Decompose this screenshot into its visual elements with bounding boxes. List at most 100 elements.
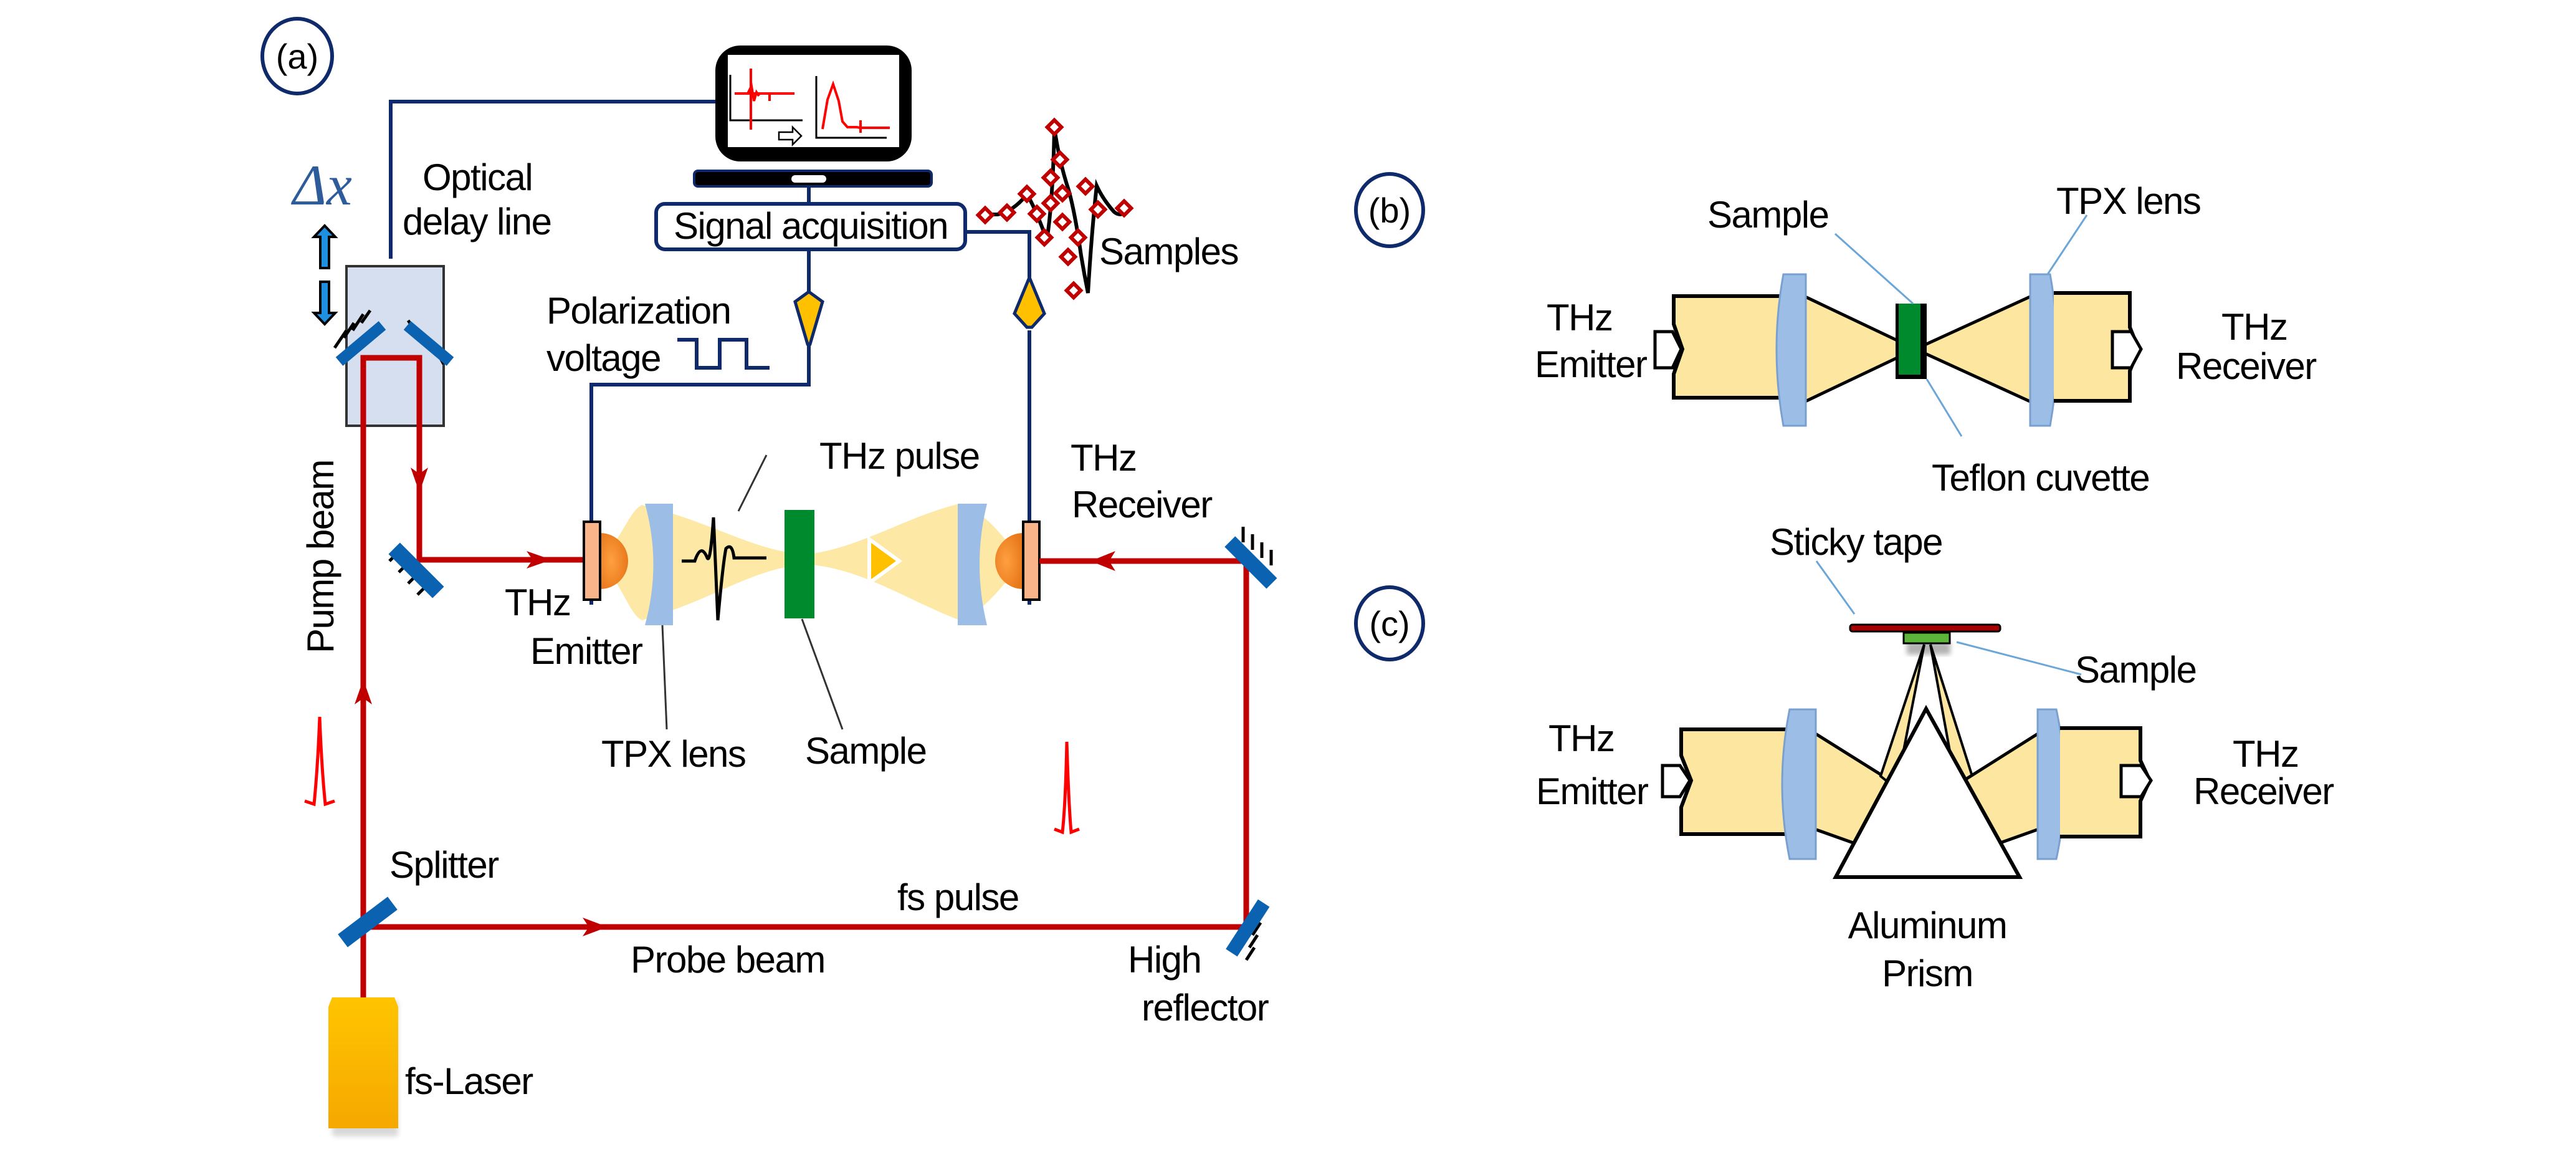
pump-beam-to-emitter xyxy=(416,426,583,563)
sticky-tape-label: Sticky tape xyxy=(1770,521,1942,563)
panel-b-label: (b) xyxy=(1368,191,1411,230)
down-arrow-icon xyxy=(411,468,428,492)
thz-emitter-label-line2: Emitter xyxy=(1536,770,1648,812)
thz-receiver-label-line1: THz xyxy=(1071,437,1136,479)
receiver-arrow-icon xyxy=(2111,330,2143,370)
sample-leader xyxy=(801,618,844,730)
sample-label: Sample xyxy=(1707,194,1828,236)
optical-delay-label-line1: Optical xyxy=(422,156,532,198)
splitter-icon xyxy=(338,896,398,948)
tpx-lens-icon xyxy=(1775,273,1807,427)
high-reflector-top-mirror-icon xyxy=(1224,527,1277,589)
sticky-tape xyxy=(1849,623,2001,633)
optical-delay-stage xyxy=(333,265,454,427)
tpx-lens-label: TPX lens xyxy=(2056,180,2200,222)
pump-beam-arrow-icon xyxy=(355,679,372,704)
thz-receiver-antenna xyxy=(995,521,1041,601)
cuvette-sample xyxy=(1899,304,1920,375)
probe-pulse-icon xyxy=(1054,741,1080,835)
emitter-arrow-icon xyxy=(1653,330,1683,370)
receiver-arrow-icon xyxy=(2119,764,2153,799)
thz-emitter-label-line2: Emitter xyxy=(530,630,642,672)
splitter-label: Splitter xyxy=(389,844,499,886)
sample-label: Sample xyxy=(805,730,926,772)
panel-c: (c) Sticky tape Sample THz Emitter THz R… xyxy=(1354,521,2335,994)
sample-on-tape xyxy=(1902,631,1951,645)
thz-receiver-label-line2: Receiver xyxy=(2193,770,2334,812)
high-reflector-label-line2: reflector xyxy=(1142,987,1269,1029)
thz-receiver-label-line2: Receiver xyxy=(1072,484,1212,526)
probe-beam-to-receiver xyxy=(1039,558,1249,927)
high-reflector-label-line1: High xyxy=(1128,939,1201,981)
square-wave-icon xyxy=(677,338,770,370)
emitter-beam-tube xyxy=(1679,727,1791,836)
emitter-beam-tube xyxy=(1672,294,1785,400)
fs-pulse-label: fs pulse xyxy=(897,876,1019,918)
panel-b: (b) Sample TPX lens THz Emitter THz Rece… xyxy=(1354,172,2317,499)
high-reflector-bottom-mirror-icon xyxy=(1226,899,1270,961)
signal-acquisition-label: Signal acquisition xyxy=(674,205,948,247)
aluminum-prism xyxy=(1832,704,2023,879)
right-arrow-icon xyxy=(583,918,608,936)
tpx-lens-label: TPX lens xyxy=(601,733,745,775)
emitter-arrow-icon xyxy=(1661,764,1692,799)
pump-beam-label: Pump beam xyxy=(300,460,341,653)
sample-leader xyxy=(1834,233,1914,305)
wire-delay-to-laptop xyxy=(389,100,715,259)
optical-delay-label-line2: delay line xyxy=(403,201,551,242)
samples-label: Samples xyxy=(1099,231,1238,272)
thz-receiver-label-line2: Receiver xyxy=(2176,345,2316,387)
panel-c-label: (c) xyxy=(1369,604,1410,643)
fs-laser-icon xyxy=(328,997,398,1136)
tpx-lens-icon xyxy=(1781,708,1817,860)
tpx-lens-leader xyxy=(661,625,668,730)
thz-emitter-label-line1: THz xyxy=(1547,297,1612,338)
delta-x-label: Δx xyxy=(290,153,352,217)
sample-label: Sample xyxy=(2075,649,2196,691)
thz-pulse-leader xyxy=(737,454,768,512)
thz-emitter-antenna xyxy=(583,521,628,601)
panel-c-circle xyxy=(1354,585,1425,661)
probe-beam-label: Probe beam xyxy=(631,939,825,981)
left-arrow-icon xyxy=(1090,551,1115,571)
thz-receiver-label-line1: THz xyxy=(2221,306,2287,348)
teflon-cuvette-label: Teflon cuvette xyxy=(1932,457,2149,499)
up-down-arrow-icon xyxy=(311,224,338,326)
polarization-label-line2: voltage xyxy=(546,337,661,379)
thz-pulse-label: THz pulse xyxy=(819,435,980,477)
mirror-icon xyxy=(388,542,444,598)
right-arrow-icon xyxy=(527,551,551,569)
sample-leader xyxy=(1956,641,2082,676)
pump-pulse-icon xyxy=(304,716,335,807)
panel-a-circle xyxy=(260,17,334,95)
tpx-lens-icon xyxy=(2029,273,2058,427)
polarization-label-line1: Polarization xyxy=(546,290,731,332)
aluminum-prism-label-line2: Prism xyxy=(1882,953,1973,994)
laptop-icon xyxy=(693,46,933,188)
panel-a-badge: (a) xyxy=(260,17,334,95)
aluminum-prism-label-line1: Aluminum xyxy=(1848,905,2007,946)
sticky-tape-leader xyxy=(1815,560,1856,615)
thz-emitter-label-line1: THz xyxy=(1548,718,1614,759)
panel-c-badge: (c) xyxy=(1354,585,1425,661)
teflon-cuvette-leader xyxy=(1925,378,1963,437)
sample-slab xyxy=(785,510,814,618)
wire-to-emitter xyxy=(589,249,811,605)
panel-b-circle xyxy=(1354,172,1425,248)
panel-a-label: (a) xyxy=(276,37,318,76)
tpx-lens-icon xyxy=(645,504,673,625)
amplifier-diamond-icon xyxy=(1013,273,1046,329)
panel-b-badge: (b) xyxy=(1354,172,1425,248)
signal-acquisition-box: Signal acquisition xyxy=(654,202,967,251)
thz-emitter-label-line1: THz xyxy=(505,582,570,623)
propagation-arrow-icon xyxy=(867,535,903,587)
collimating-cone xyxy=(1911,294,2033,405)
thz-receiver-label-line1: THz xyxy=(2233,733,2298,775)
fs-laser-label: fs-Laser xyxy=(405,1060,533,1102)
tpx-lens-icon xyxy=(958,504,987,625)
amplifier-diamond-icon xyxy=(793,289,824,346)
retroreflector-mirror-icon xyxy=(333,309,454,366)
thz-emitter-label-line2: Emitter xyxy=(1535,343,1647,385)
